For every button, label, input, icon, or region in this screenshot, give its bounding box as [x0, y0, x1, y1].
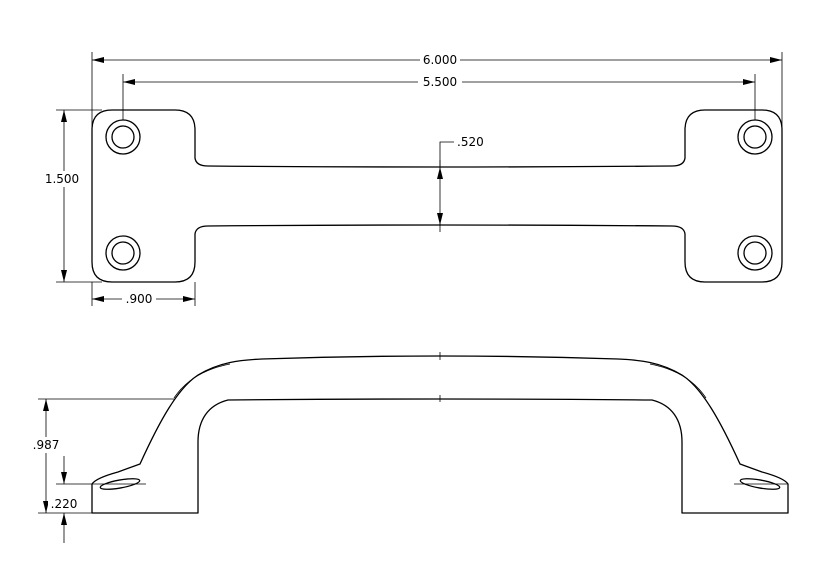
foot-slot-right [739, 478, 781, 490]
mount-hole-bottom-left [105, 235, 141, 271]
dim-width-label: 1.500 [45, 172, 79, 186]
dim-pad-length-label: .900 [126, 292, 153, 306]
mount-hole-top-right [737, 119, 773, 155]
dim-bar-width: .520 [437, 135, 484, 226]
dim-hole-spacing-label: 5.500 [423, 75, 457, 89]
dim-height-label: .987 [33, 438, 60, 452]
side-view-outer-profile [91, 355, 789, 514]
foot-slot-left [99, 478, 141, 490]
dim-overall-length: 6.000 [91, 52, 783, 128]
dim-hole-spacing: 5.500 [122, 74, 756, 120]
dim-pad-length: .900 [91, 282, 196, 307]
mount-hole-top-left [105, 119, 141, 155]
dim-overall-length-label: 6.000 [423, 53, 457, 67]
mount-hole-bottom-right [737, 235, 773, 271]
dim-height: .987 [26, 398, 174, 514]
dim-bar-width-label: .520 [457, 135, 484, 149]
top-view-outline [91, 109, 783, 283]
dim-base-thickness-label: .220 [51, 497, 78, 511]
side-view: .987 .220 [26, 352, 789, 543]
dim-base-thickness: .220 [48, 456, 92, 543]
top-view: 6.000 5.500 1.500 .520 [40, 52, 783, 307]
dim-width: 1.500 [40, 109, 102, 283]
